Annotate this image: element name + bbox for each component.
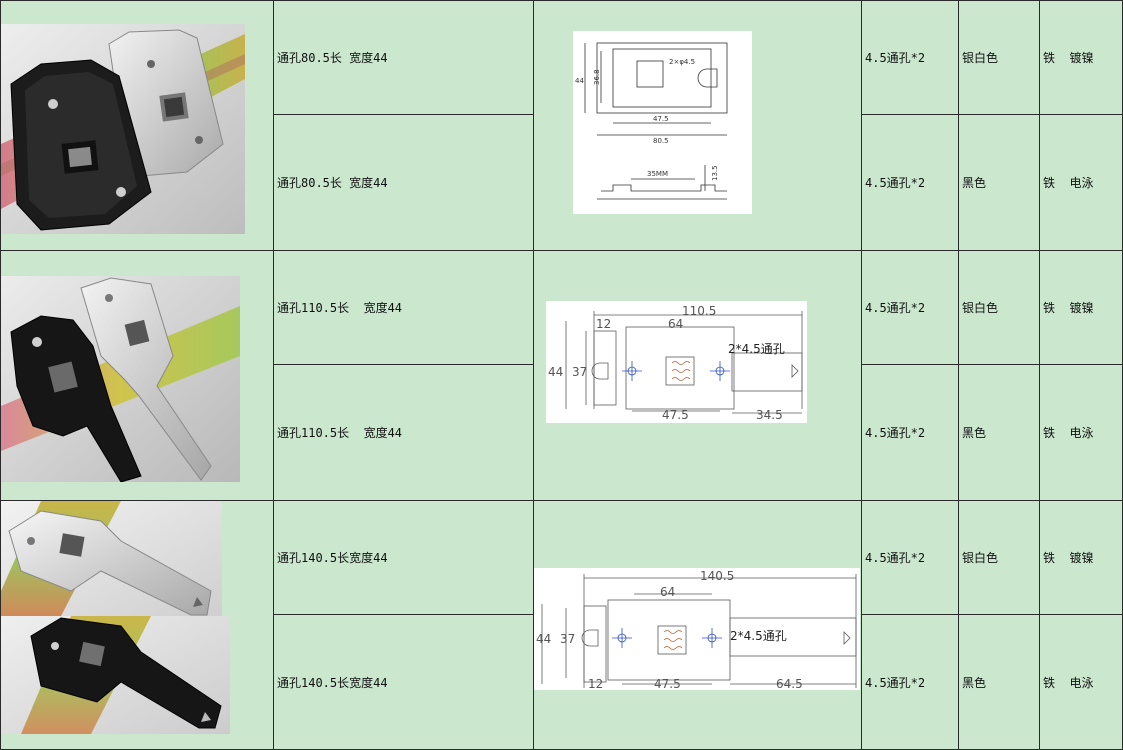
color-cell: 黑色 <box>962 176 987 190</box>
color-cell: 银白色 <box>962 51 999 65</box>
dim-height: 44 <box>536 632 551 646</box>
material-cell: 铁 电泳 <box>1043 675 1094 690</box>
color-cell: 黑色 <box>962 426 987 440</box>
grid-line <box>533 0 534 750</box>
dim-inner-height: 36.8 <box>593 69 601 85</box>
color-cell: 银白色 <box>962 551 999 565</box>
grid-line <box>0 250 1123 251</box>
grid-line <box>861 364 1123 365</box>
grid-line <box>0 0 1123 1</box>
grid-line <box>273 364 533 365</box>
hole-spec-cell: 4.5通孔*2 <box>865 675 926 690</box>
dim-tail: 64.5 <box>776 677 803 690</box>
dim-inner-height: 37 <box>560 632 575 646</box>
grid-line <box>1039 0 1040 750</box>
dim-hole: 2*4.5通孔 <box>728 342 785 356</box>
grid-line <box>0 500 1123 501</box>
grid-line <box>861 614 1123 615</box>
material-cell: 铁 镀镍 <box>1043 551 1094 565</box>
grid-line <box>273 114 533 115</box>
hole-spec-cell: 4.5通孔*2 <box>865 176 926 190</box>
dim-height: 44 <box>548 365 563 379</box>
dimension-drawing: 44 36.8 2×φ4.5 47.5 80.5 35MM 13.5 <box>573 31 752 214</box>
grid-line <box>861 114 1123 115</box>
dim-width: 110.5 <box>682 304 716 318</box>
dim-width: 80.5 <box>653 137 669 145</box>
hole-size-cell: 通孔80.5长 宽度44 <box>277 51 388 65</box>
dim-tail: 34.5 <box>756 408 783 422</box>
hole-spec-cell: 4.5通孔*2 <box>865 426 926 440</box>
grid-line <box>958 0 959 750</box>
hole-spec-cell: 4.5通孔*2 <box>865 551 926 565</box>
dim-inner-height: 37 <box>572 365 587 379</box>
dimension-drawing: 110.5 12 64 2*4.5通孔 44 37 47.5 34.5 <box>546 301 807 423</box>
dim-depth: 13.5 <box>711 165 719 181</box>
color-cell: 银白色 <box>962 301 999 315</box>
dim-hole: 2*4.5通孔 <box>730 629 787 643</box>
hole-spec-cell: 4.5通孔*2 <box>865 51 926 65</box>
dim-edge: 12 <box>588 677 603 690</box>
material-cell: 铁 电泳 <box>1043 426 1094 440</box>
dim-width: 140.5 <box>700 569 734 583</box>
dim-pitch: 47.5 <box>654 677 681 690</box>
product-photo <box>1 616 230 734</box>
grid-line <box>0 0 1 750</box>
hole-spec-cell: 4.5通孔*2 <box>865 301 926 315</box>
hole-size-cell: 通孔110.5长 宽度44 <box>277 426 403 440</box>
hole-size-cell: 通孔110.5长 宽度44 <box>277 301 403 315</box>
dim-height: 44 <box>575 77 584 85</box>
grid-line <box>273 614 533 615</box>
dim-edge: 12 <box>596 317 611 331</box>
dim-inner-width: 64 <box>668 317 683 331</box>
hole-size-cell: 通孔140.5长宽度44 <box>277 551 388 565</box>
product-photo <box>1 276 240 482</box>
product-photo <box>1 24 245 234</box>
material-cell: 铁 镀镍 <box>1043 301 1094 315</box>
product-photo <box>1 501 222 616</box>
grid-line <box>861 0 862 750</box>
dim-pitch: 47.5 <box>653 115 669 123</box>
color-cell: 黑色 <box>962 675 987 690</box>
dim-hole: 2×φ4.5 <box>669 58 695 66</box>
dim-pitch: 47.5 <box>662 408 689 422</box>
dimension-drawing: 140.5 64 2*4.5通孔 44 37 12 47.5 64.5 <box>534 568 860 690</box>
grid-line <box>273 0 274 750</box>
dim-inner-width: 64 <box>660 585 675 599</box>
dim-rail: 35MM <box>647 170 668 178</box>
material-cell: 铁 电泳 <box>1043 176 1094 190</box>
hole-size-cell: 通孔80.5长 宽度44 <box>277 176 388 190</box>
hole-size-cell: 通孔140.5长宽度44 <box>277 675 388 690</box>
material-cell: 铁 镀镍 <box>1043 51 1094 65</box>
